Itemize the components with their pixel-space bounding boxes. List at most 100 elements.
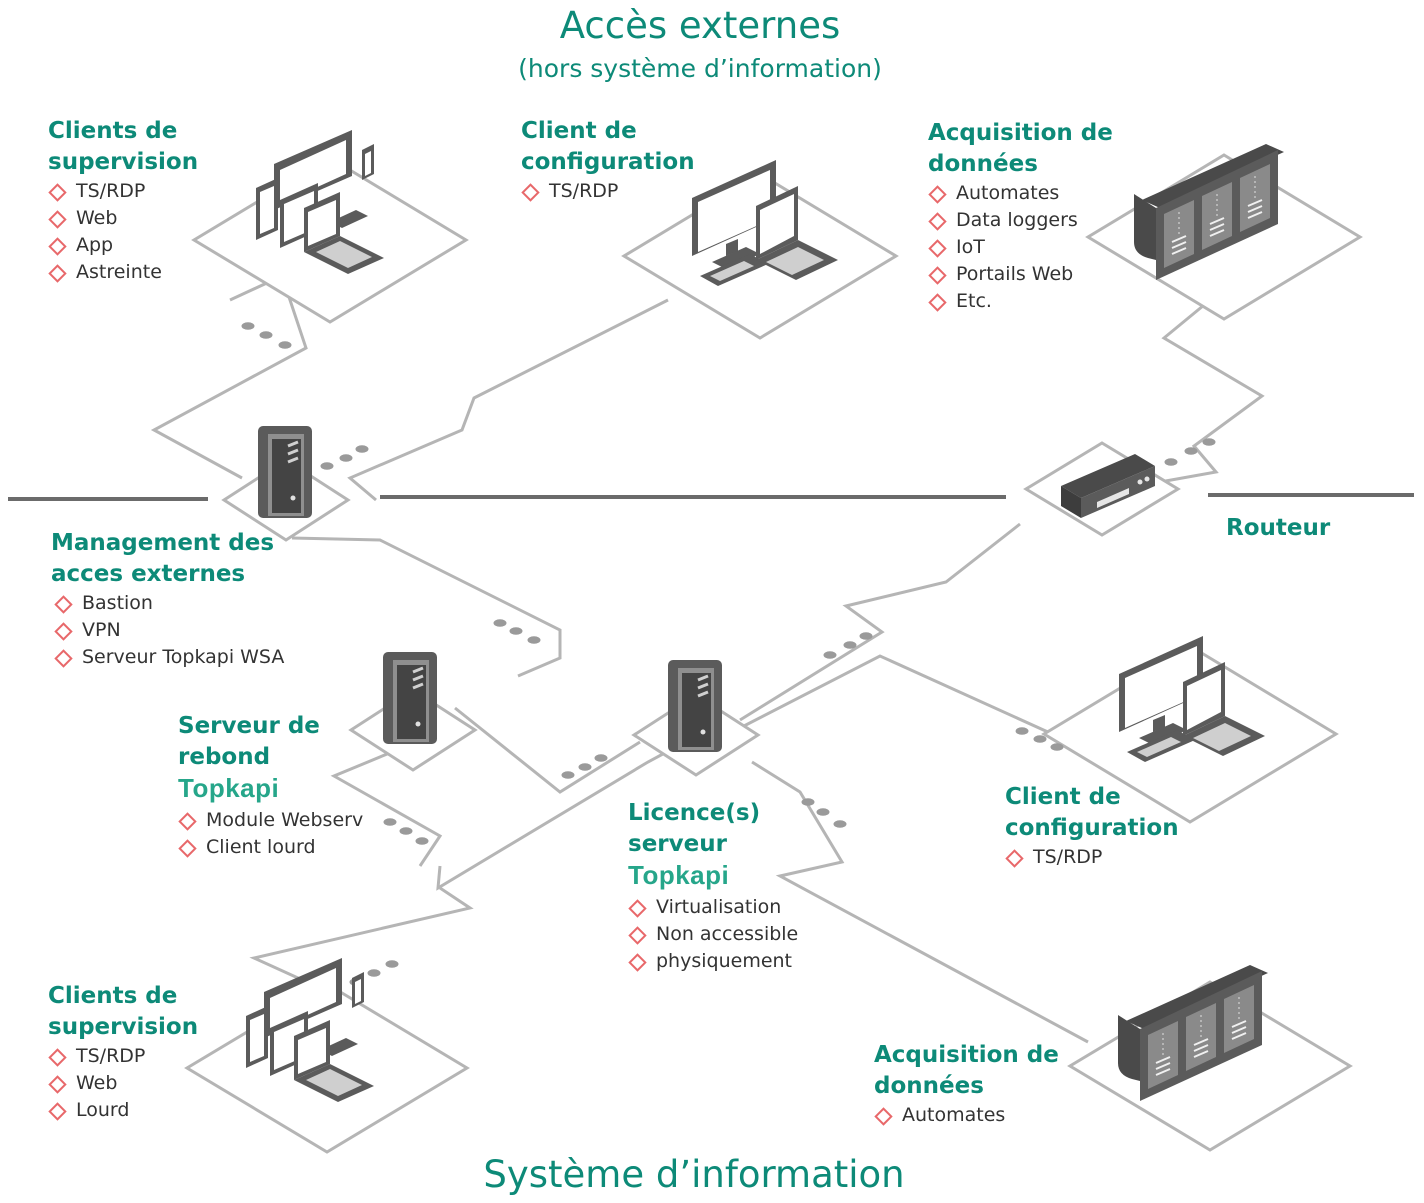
feature-list: Automates Data loggers IoT Portails Web … [928,180,1113,315]
node-title: supervision [48,149,199,175]
list-item: TS/RDP [48,1043,198,1070]
connector-dot [561,771,575,779]
list-item: Virtualisation [628,894,798,921]
node-title: rebond [178,744,271,770]
list-item: Data loggers [928,207,1113,234]
node-clients-supervision-internal: Clients de supervision TS/RDP Web Lourd [48,981,198,1124]
connector-dot [578,763,592,771]
connector-dot [399,827,413,835]
server-icon [256,424,314,520]
node-acquisition-external: Acquisition de données Automates Data lo… [928,118,1113,315]
connector-dot [320,462,334,470]
node-title: Licence(s) [628,800,761,826]
node-licence-serveur: Licence(s) serveur Topkapi Virtualisatio… [628,798,798,975]
connector-dot [241,322,255,330]
node-title: supervision [48,1014,199,1040]
list-item: TS/RDP [521,178,695,205]
bottom-zone-title: Système d’information [483,1153,905,1196]
node-title: configuration [521,149,695,175]
top-zone-title: Accès externes [559,4,841,47]
connector-dot [339,454,353,462]
list-item: Client lourd [178,834,363,861]
list-item: TS/RDP [48,178,198,205]
node-title: configuration [1005,815,1179,841]
node-acquisition-internal: Acquisition de données Automates [874,1040,1059,1129]
topkapi-logo: Topkapi [628,860,730,890]
top-zone-subtitle: (hors système d’information) [518,54,882,83]
node-clients-supervision-external: Clients de supervision TS/RDP Web App As… [48,116,198,286]
connector-dot [823,651,837,659]
connector-dot [1015,727,1029,735]
list-item: Web [48,205,198,232]
connector-dot [859,632,873,640]
list-item: Web [48,1070,198,1097]
list-item: Etc. [928,288,1113,315]
list-item: Portails Web [928,261,1113,288]
topkapi-logo: Topkapi [178,773,280,803]
list-item: Module Webserv [178,807,363,834]
connector-dot [493,619,507,627]
list-item: Astreinte [48,259,198,286]
connector-rebond-to-licence [454,706,641,794]
connector-dot [833,820,847,828]
feature-list: Module Webserv Client lourd [178,807,363,861]
node-title: Management des [51,530,275,556]
connector-dot [383,818,397,826]
connector-dot [1033,735,1047,743]
list-item: IoT [928,234,1113,261]
list-item: Serveur Topkapi WSA [54,644,284,671]
list-item: Automates [928,180,1113,207]
node-title: Acquisition de [928,120,1113,146]
connector-licence-to-config-int [739,654,1071,744]
node-title: données [874,1073,984,1099]
connector-dot [509,627,523,635]
connector-dot [415,837,429,845]
node-management-acces-externes: Management des acces externes Bastion VP… [51,528,284,671]
connector-dot [367,969,381,977]
node-serveur-rebond: Serveur de rebond Topkapi Module Webserv… [178,711,363,861]
server-icon [666,658,724,754]
node-client-configuration-internal: Client de configuration TS/RDP [1005,782,1179,871]
connector-lower-net-to-clients-int [249,886,474,990]
feature-list: TS/RDP Web App Astreinte [48,178,198,286]
list-item: Bastion [54,590,284,617]
connector-acquisition-ext-to-router [1159,294,1265,484]
list-item: Automates [874,1102,1059,1129]
feature-list: Bastion VPN Serveur Topkapi WSA [54,590,284,671]
node-client-configuration-external: Client de configuration TS/RDP [521,116,695,205]
server-icon [381,650,439,746]
node-title: Acquisition de [874,1042,1059,1068]
list-item: TS/RDP [1005,844,1179,871]
feature-list: TS/RDP [521,178,695,205]
connector-dot [843,641,857,649]
node-title: Client de [1005,784,1121,810]
connector-lower-net-to-licence [436,746,675,891]
connector-dot [816,808,830,816]
connector-dot [1184,447,1198,455]
connector-dot [355,445,369,453]
list-item: VPN [54,617,284,644]
feature-list: Virtualisation Non accessible physiqueme… [628,894,798,975]
connector-dot [594,754,608,762]
node-title: acces externes [51,561,246,587]
feature-list: Automates [874,1102,1059,1129]
list-item: Non accessible [628,921,798,948]
list-item: physiquement [628,948,798,975]
connector-router-to-licence [739,522,1021,722]
node-routeur-label: Routeur [1226,515,1331,541]
connector-dot [278,341,292,349]
node-title: Client de [521,118,637,144]
connector-dot [1202,438,1216,446]
connector-dot [527,636,541,644]
list-item: Lourd [48,1097,198,1124]
connector-dot [385,960,399,968]
node-title: serveur [628,831,727,857]
connector-dot [801,798,815,806]
connector-config-ext-to-management [347,298,669,502]
feature-list: TS/RDP Web Lourd [48,1043,198,1124]
node-title: Serveur de [178,713,320,739]
feature-list: TS/RDP [1005,844,1179,871]
node-title: Clients de [48,983,178,1009]
connector-licence-to-acquisition-int [751,760,1089,1044]
